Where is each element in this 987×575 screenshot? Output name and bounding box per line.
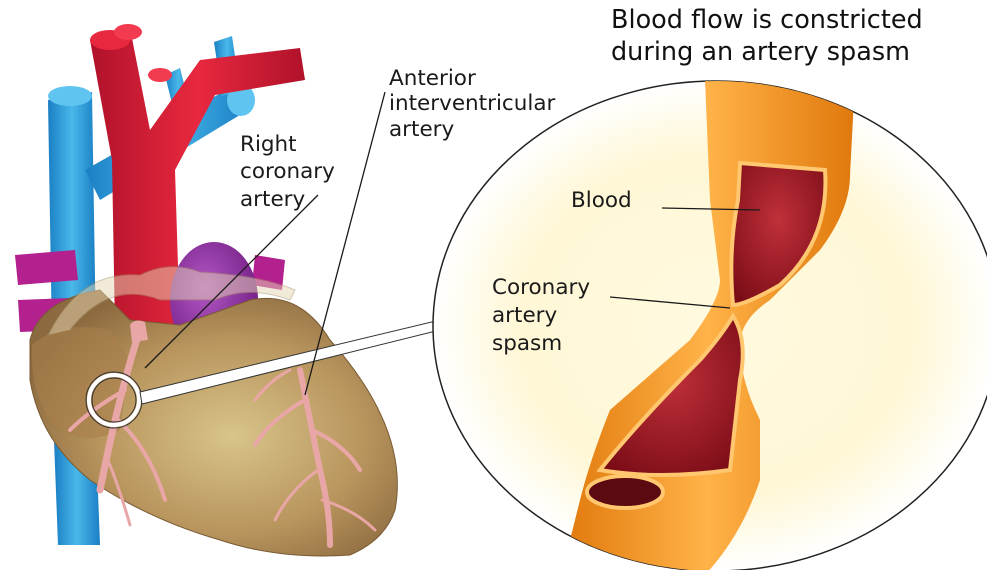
rca-line-3: artery (240, 186, 335, 213)
label-anterior-interventricular-artery: Anterior interventricular artery (389, 66, 555, 142)
aia-line-1: Anterior (389, 66, 555, 91)
label-right-coronary-artery: Right coronary artery (240, 131, 335, 213)
aia-line-2: interventricular (389, 91, 555, 116)
pulmonary-vein-left (15, 250, 78, 285)
label-blood: Blood (571, 188, 632, 213)
title-line-1: Blood flow is constricted (611, 4, 923, 36)
spasm-line-3: spasm (492, 330, 590, 358)
diagram-title: Blood flow is constricted during an arte… (611, 4, 923, 69)
title-line-2: during an artery spasm (611, 36, 923, 68)
spasm-line-1: Coronary (492, 274, 590, 302)
rca-line-1: Right (240, 131, 335, 158)
label-coronary-artery-spasm: Coronary artery spasm (492, 274, 590, 358)
aia-line-3: artery (389, 117, 555, 142)
rca-line-2: coronary (240, 158, 335, 185)
spasm-line-2: artery (492, 302, 590, 330)
heart-illustration (15, 24, 397, 556)
artery-opening (587, 476, 663, 508)
